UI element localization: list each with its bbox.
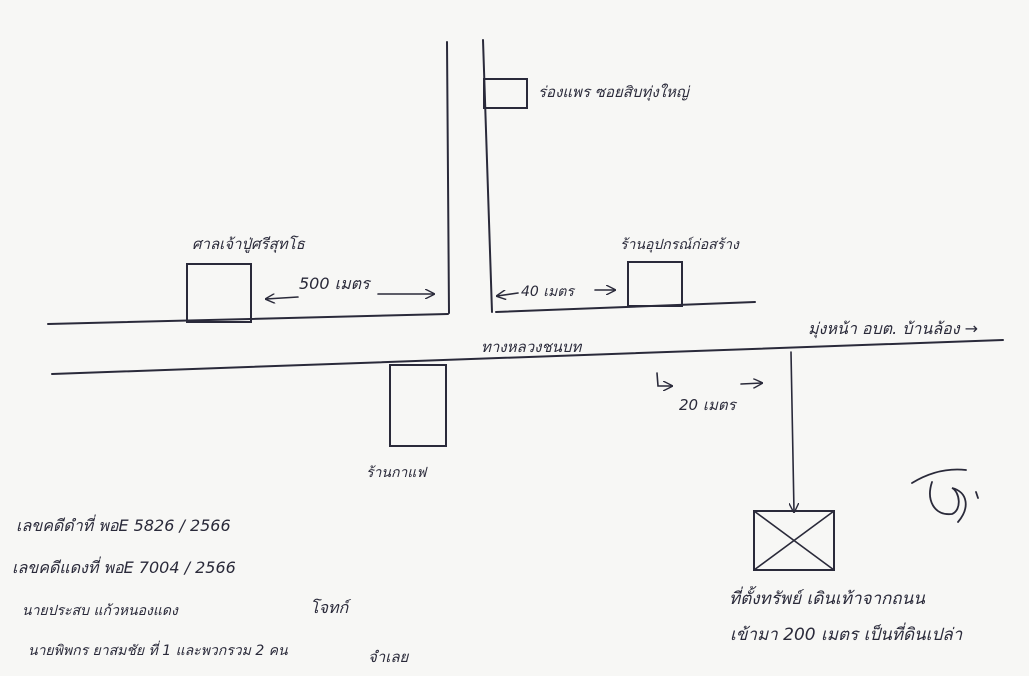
plaintiff-role: โจทก์ [310, 598, 349, 617]
arrow-left-distance-out [266, 297, 299, 299]
cafe-label: ร้านกาแฟ [366, 465, 427, 481]
arrow-right-distance-out [497, 293, 519, 296]
case-red-number: เลขคดีแดงที่ พอE 7004 / 2566 [12, 558, 236, 577]
case-black-number: เลขคดีดำที่ พอE 5826 / 2566 [16, 516, 231, 535]
distance-below-label: 20 เมตร [679, 396, 736, 414]
hardware-building [627, 261, 683, 307]
walkway-line [791, 351, 794, 512]
pier-building [483, 78, 528, 109]
property-description-line1: ที่ตั้งทรัพย์ เดินเท้าจากถนน [729, 589, 925, 609]
defendant-role: จำเลย [368, 648, 409, 666]
distance-right-label: 40 เมตร [521, 284, 574, 300]
property-description-line2: เข้ามา 200 เมตร เป็นที่ดินเปล่า [730, 625, 963, 645]
shrine-building [186, 263, 252, 323]
signature [911, 468, 979, 523]
pier-label: ร่องแพร ซอยสิบทุ่งใหญ่ [538, 83, 689, 101]
plaintiff-name: นายประสบ แก้วหนองแดง [22, 603, 178, 619]
hardware-label: ร้านอุปกรณ์ก่อสร้าง [620, 237, 739, 253]
arrow-below-distance-out [740, 383, 762, 384]
arrow-below-distance-corner [656, 372, 672, 386]
road-top-edge [47, 301, 756, 325]
side-road-left-edge [446, 41, 450, 314]
defendant-name: นายพิพกร ยาสมชัย ที่ 1 และพวกรวม 2 คน [28, 643, 288, 659]
direction-text: มุ่งหน้า อบต. บ้านล้อง [808, 319, 960, 338]
road-name-label: ทางหลวงชนบท [481, 338, 582, 356]
road-bottom-edge [51, 339, 1004, 375]
cafe-building [389, 364, 447, 447]
direction-arrow: → [964, 319, 979, 338]
direction-label: มุ่งหน้า อบต. บ้านล้อง → [808, 317, 978, 342]
shrine-label: ศาลเจ้าปู่ศรีสุทโธ [192, 235, 305, 253]
distance-left-label: 500 เมตร [299, 274, 370, 293]
property-plot [753, 510, 835, 571]
